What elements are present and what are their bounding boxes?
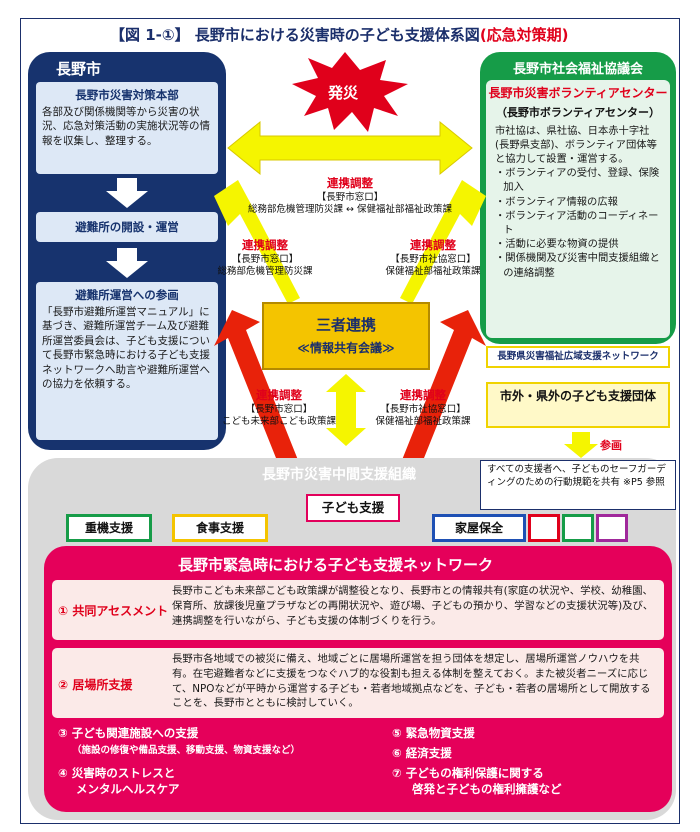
- tripartite-subtitle: ≪情報共有会議≫: [297, 341, 395, 355]
- network-title: 長野市緊急時における子ども支援ネットワーク: [178, 556, 494, 574]
- volunteer-center-name: 長野市災害ボランティアセンター: [488, 86, 668, 100]
- item-child-rights: ⑦ 子どもの権利保護に関する 啓発と子どもの権利擁護など: [392, 766, 562, 796]
- volunteer-center-list: ・ボランティアの受付、登録、保険加入 ・ボランティア情報の広報 ・ボランティア活…: [486, 166, 670, 280]
- tripartite-title: 三者連携: [315, 316, 376, 334]
- coordination-right: 連携調整 【長野市社協窓口】 保健福祉部福祉政策課: [385, 238, 481, 278]
- item-mental-health: ④ 災害時のストレスと メンタルヘルスケア: [58, 766, 180, 796]
- volunteer-center-body: 市社協は、県社協、日本赤十字社(長野県支部)、ボランティア団体等と協力して設置・…: [495, 124, 657, 165]
- down-arrow-2: [106, 248, 148, 278]
- coordination-top: 連携調整 【長野市窓口】 総務部危機管理防災課 ↔ 保健福祉部福祉政策課: [247, 176, 452, 216]
- coordination-left: 連携調整 【長野市窓口】 総務部危機管理防災課: [217, 238, 313, 278]
- welfare-title: 長野市社会福祉協議会: [512, 62, 643, 77]
- tag-meal-support: 食事支援: [172, 514, 268, 542]
- disaster-hq-box: 長野市災害対策本部 各部及び関係機関等から災害の状況、応急対策活動の実施状況等の…: [36, 82, 218, 174]
- disaster-label: 発災: [328, 84, 359, 102]
- volunteer-center-box: 長野市災害ボランティアセンター （長野市ボランティアセンター） 市社協は、県社協…: [486, 80, 670, 338]
- shelter-participation-body: 「長野市避難所運営マニュアル」に基づき、避難所運営チーム及び避難所運営委員会は、…: [42, 306, 210, 391]
- coordination-bottom-left: 連携調整 【長野市窓口】 こども未来部こども政策課: [221, 388, 336, 428]
- tag-empty-red: [528, 514, 560, 542]
- outside-groups-box: 市外・県外の子ども支援団体: [486, 382, 670, 428]
- assessment-row: ① 共同アセスメント 長野市こども未来部こども政策課が調整役となり、長野市との情…: [52, 580, 664, 640]
- top-double-arrow: [227, 120, 473, 176]
- disaster-hq-heading: 長野市災害対策本部: [75, 88, 179, 102]
- tag-empty-green: [562, 514, 594, 542]
- list-item: ・関係機関及び災害中間支援組織との連絡調整: [495, 252, 660, 279]
- pref-network-box: 長野県災害福祉広域支援ネットワーク: [486, 346, 670, 368]
- page-title: 【図 1-①】 長野市における災害時の子ども支援体系図(応急対策期): [110, 26, 569, 44]
- item-emergency-supplies: ⑤ 緊急物資支援: [392, 726, 475, 740]
- list-item: ・ボランティア情報の広報: [495, 195, 618, 208]
- place-support-label: ② 居場所支援: [58, 678, 133, 692]
- shelter-participation-heading: 避難所運営への参画: [75, 288, 179, 302]
- item-facility-support: ③ 子ども関連施設への支援 （施設の修復や備品支援、移動支援、物資支援など）: [58, 726, 301, 756]
- participation-label: 参画: [600, 439, 622, 452]
- diagram-frame: [20, 18, 680, 824]
- item-economic-support: ⑥ 経済支援: [392, 746, 452, 760]
- tag-empty-purple: [596, 514, 628, 542]
- place-support-row: ② 居場所支援 長野市各地域での被災に備え、地域ごとに居場所運営を担う団体を想定…: [52, 648, 664, 718]
- disaster-burst: [292, 52, 408, 132]
- city-title: 長野市: [56, 60, 102, 78]
- list-item: ・ボランティアの受付、登録、保険加入: [495, 167, 660, 194]
- place-support-text: 長野市各地域での被災に備え、地域ごとに居場所運営を担う団体を想定し、居場所運営ノ…: [172, 653, 651, 710]
- volunteer-center-sub: （長野市ボランティアセンター）: [495, 105, 661, 119]
- shelter-participation-box: 避難所運営への参画 「長野市避難所運営マニュアル」に基づき、避難所運営チーム及び…: [36, 282, 218, 440]
- assessment-label: ① 共同アセスメント: [58, 604, 169, 618]
- tag-house-preservation: 家屋保全: [432, 514, 526, 542]
- intermediate-title: 長野市災害中間支援組織: [262, 467, 416, 483]
- list-item: ・ボランティア活動のコーディネート: [495, 209, 659, 237]
- tripartite-box: 三者連携 ≪情報共有会議≫: [262, 302, 430, 370]
- tag-heavy-machinery: 重機支援: [66, 514, 152, 542]
- down-arrow-1: [106, 178, 148, 208]
- left-yellow-arrow: [214, 180, 300, 304]
- shelter-open-heading: 避難所の開設・運営: [75, 220, 179, 234]
- child-support-box: 子ども支援: [306, 494, 400, 522]
- center-vertical-arrow: [326, 374, 366, 446]
- safeguarding-note: すべての支援者へ、子どものセーフガーディングのための行動規範を共有 ※P5 参照: [480, 460, 676, 510]
- disaster-hq-body: 各部及び関係機関等から災害の状況、応急対策活動の実施状況等の情報を収集し、整理す…: [42, 106, 210, 147]
- outside-down-arrow: [564, 432, 598, 458]
- list-item: ・活動に必要な物資の提供: [495, 238, 619, 251]
- shelter-open-box: 避難所の開設・運営: [36, 212, 218, 242]
- assessment-text: 長野市こども未来部こども政策課が調整役となり、長野市との情報共有(家庭の状況や、…: [172, 585, 654, 627]
- coordination-bottom-right: 連携調整 【長野市社協窓口】 保健福祉部福祉政策課: [375, 388, 471, 428]
- right-yellow-arrow: [400, 180, 486, 304]
